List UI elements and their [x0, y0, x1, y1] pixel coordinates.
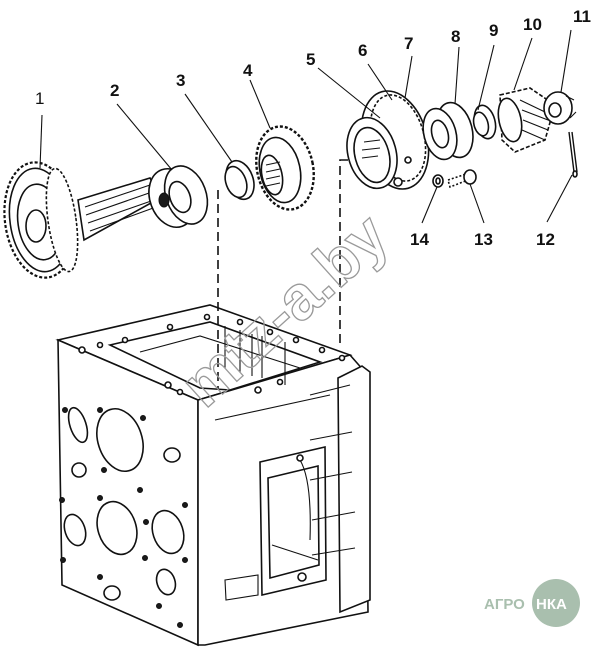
callout-11: 11	[573, 7, 591, 26]
callout-9: 9	[489, 21, 498, 40]
callout-4: 4	[243, 61, 253, 80]
callout-13: 13	[474, 230, 493, 249]
callout-12: 12	[536, 230, 555, 249]
callout-2: 2	[110, 81, 119, 100]
callout-14: 14	[410, 230, 429, 249]
part-11-nut	[543, 91, 577, 125]
logo-right-text: НКА	[536, 596, 567, 613]
logo-left-text: АГРО	[484, 596, 525, 613]
gearbox-housing	[55, 304, 371, 647]
agronka-logo: АГРО НКА	[484, 579, 580, 627]
part-14-washer	[432, 174, 444, 188]
part-13-bolt	[447, 169, 477, 189]
part-12-cotter-pin	[568, 131, 578, 178]
part-5-7-cover-flange	[346, 90, 430, 190]
callout-5: 5	[306, 50, 315, 69]
callout-1: 1	[35, 89, 44, 108]
callout-7: 7	[404, 34, 413, 53]
part-9-ring	[472, 104, 497, 140]
callout-8: 8	[451, 27, 460, 46]
callout-labels: 1 2 3 4 5 6 7 8 9 10 11 12 13 14	[35, 7, 591, 249]
part-10-bevel-gear	[497, 87, 556, 153]
part-4-gear	[255, 125, 315, 211]
logo-circle	[532, 579, 580, 627]
part-8-bearing	[422, 101, 474, 161]
top-bolt-holes	[78, 313, 346, 396]
part-1-shaft-gear	[3, 161, 209, 279]
front-bolt-holes	[59, 407, 188, 628]
callout-6: 6	[358, 41, 367, 60]
assembly-line-right	[339, 159, 348, 345]
callout-3: 3	[176, 71, 185, 90]
part-3-ring	[224, 159, 255, 201]
leader-lines	[39, 29, 573, 224]
callout-10: 10	[523, 15, 542, 34]
